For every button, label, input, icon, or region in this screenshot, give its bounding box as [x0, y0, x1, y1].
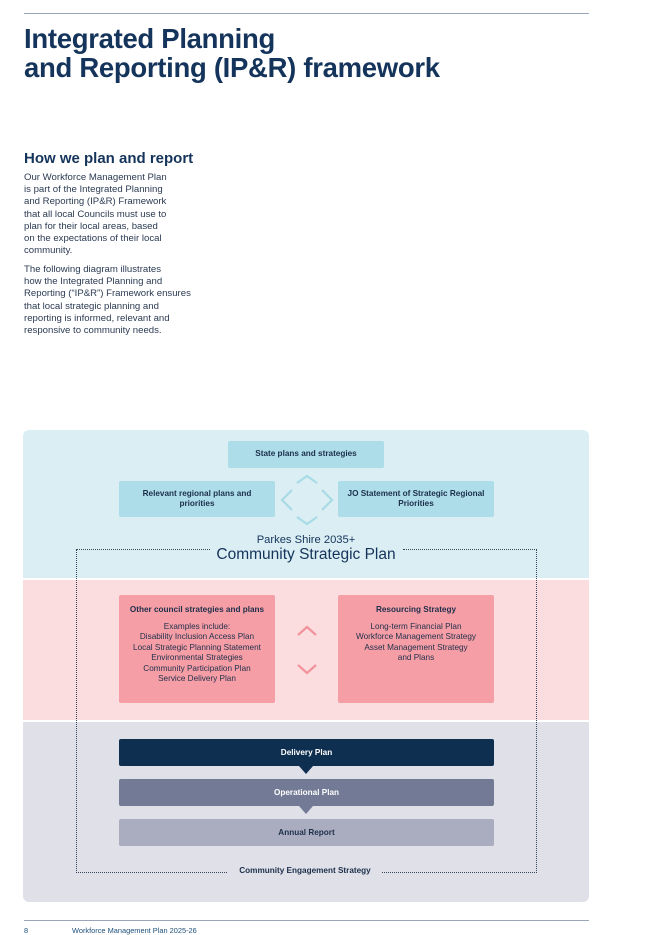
intro-line: is part of the Integrated Planning — [24, 184, 163, 196]
intro-line: on the expectations of their local — [24, 233, 162, 245]
dotted-line-left — [76, 549, 210, 550]
other-strategies-box: Other council strategies and plans Examp… — [119, 595, 275, 703]
diagram-intro-paragraph: The following diagram illustrates how th… — [24, 264, 208, 337]
state-plans-box: State plans and strategies — [228, 441, 384, 468]
top-rule — [24, 13, 589, 14]
intro-paragraph: Our Workforce Management Plan is part of… — [24, 172, 208, 257]
other-strategies-item: Environmental Strategies — [151, 653, 243, 662]
title-line-1: Integrated Planning — [24, 23, 275, 54]
other-strategies-item: Local Strategic Planning Statement — [133, 642, 261, 652]
other-strategies-item: Service Delivery Plan — [158, 674, 236, 683]
section-heading: How we plan and report — [24, 150, 194, 167]
other-strategies-list: Examples include: Disability Inclusion A… — [133, 622, 261, 685]
other-strategies-heading: Other council strategies and plans — [129, 605, 265, 614]
up-down-chevrons-icon — [297, 625, 317, 675]
jo-statement-box: JO Statement of Strategic Regional Prior… — [338, 481, 494, 517]
resourcing-strategy-item: Long-term Financial Plan — [370, 621, 462, 631]
diagram-intro-line: The following diagram illustrates — [24, 264, 162, 275]
diagram-intro-line: that local strategic planning and — [24, 300, 159, 312]
resourcing-strategy-item: Asset Management Strategy — [364, 642, 468, 652]
resourcing-strategy-item: Workforce Management Strategy — [356, 632, 476, 641]
other-strategies-item: Examples include: — [163, 621, 231, 631]
operational-pointer — [299, 806, 313, 814]
intro-line: Our Workforce Management Plan — [24, 172, 167, 183]
bottom-rule — [24, 920, 589, 921]
diagram-intro-line: how the Integrated Planning and — [24, 276, 163, 288]
diamond-arrows-icon — [280, 474, 334, 526]
regional-plans-box: Relevant regional plans and priorities — [119, 481, 275, 517]
other-strategies-item: Disability Inclusion Access Plan — [139, 632, 255, 641]
dotted-line-right — [403, 549, 537, 550]
diagram-intro-line: Reporting (“IP&R”) Framework ensures — [24, 288, 191, 300]
footer-doc-title: Workforce Management Plan 2025-26 — [72, 926, 197, 935]
csp-title: Community Strategic Plan — [216, 546, 396, 563]
resourcing-strategy-heading: Resourcing Strategy — [375, 605, 457, 614]
resourcing-strategy-box: Resourcing Strategy Long-term Financial … — [338, 595, 494, 703]
operational-plan-bar: Operational Plan — [119, 779, 494, 806]
community-engagement-label: Community Engagement Strategy — [228, 866, 382, 875]
intro-line: that all local Councils must use to — [24, 208, 167, 220]
csp-prefix: Parkes Shire 2035+ — [256, 534, 356, 546]
intro-line: plan for their local areas, based — [24, 220, 158, 232]
page-number: 8 — [24, 926, 29, 935]
other-strategies-item: Community Participation Plan — [143, 663, 251, 673]
annual-report-bar: Annual Report — [119, 819, 494, 846]
pink-band — [23, 580, 589, 720]
delivery-pointer — [299, 766, 313, 774]
diagram-intro-line: reporting is informed, relevant and — [24, 312, 170, 324]
delivery-plan-bar: Delivery Plan — [119, 739, 494, 766]
diagram-intro-line: responsive to community needs. — [24, 325, 162, 337]
intro-line: and Reporting (IP&R) Framework — [24, 196, 167, 208]
intro-line: community. — [24, 245, 73, 257]
resourcing-strategy-list: Long-term Financial Plan Workforce Manag… — [356, 622, 476, 664]
title-line-2: and Reporting (IP&R) framework — [24, 52, 440, 83]
resourcing-strategy-item: and Plans — [397, 653, 435, 662]
page-title: Integrated Planning and Reporting (IP&R)… — [24, 24, 584, 82]
